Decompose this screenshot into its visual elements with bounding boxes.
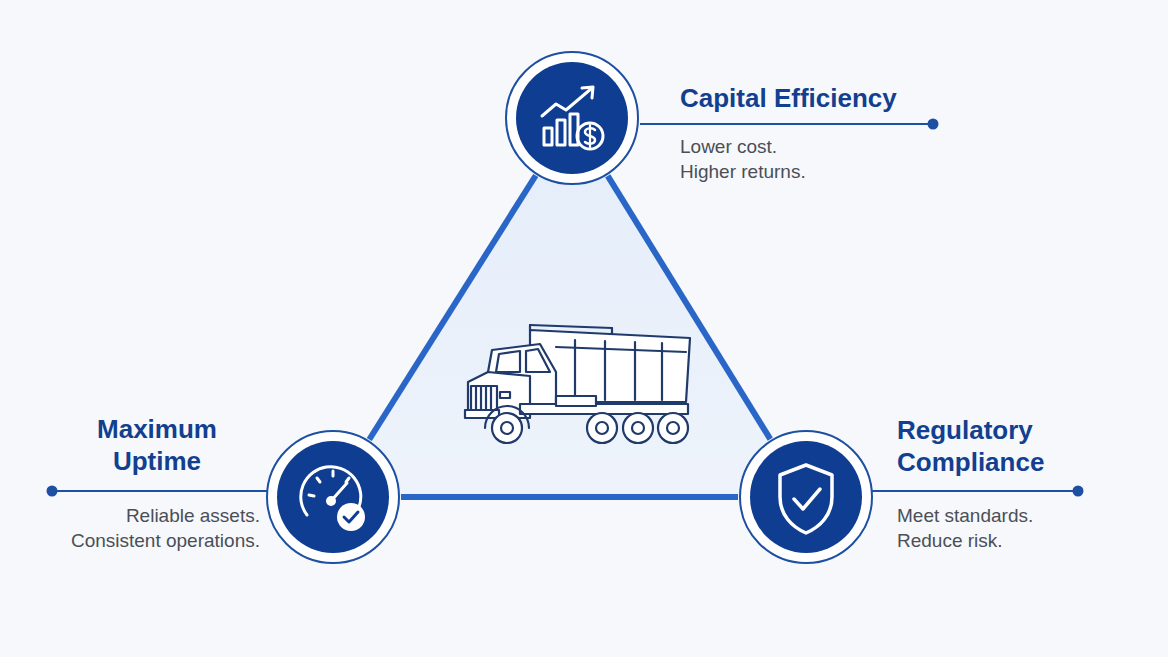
triangle-side: [608, 176, 771, 439]
node-description: Reliable assets. Consistent operations.: [50, 503, 260, 553]
dump-truck: [465, 325, 690, 443]
circle-icon-art: [504, 50, 640, 186]
connector-line: [608, 176, 771, 439]
circle-icon-art: [265, 429, 401, 565]
circle-icon-art: [738, 429, 874, 565]
node-heading: Capital Efficiency: [680, 82, 960, 114]
icon-circle: Capital EfficiencyLower cost. Higher ret…: [504, 50, 640, 186]
node-heading: Maximum Uptime: [82, 413, 232, 477]
connector-line: [401, 494, 738, 500]
node-description: Lower cost. Higher returns.: [680, 134, 830, 184]
icon-circle: Maximum UptimeReliable assets. Consisten…: [265, 429, 401, 565]
triangle-side: [401, 497, 738, 498]
connector-line: [369, 176, 535, 440]
triangle-side: [369, 176, 535, 440]
node-heading: Regulatory Compliance: [897, 414, 1072, 478]
node-description: Meet standards. Reduce risk.: [897, 503, 1047, 553]
icon-circle: Regulatory ComplianceMeet standards. Red…: [738, 429, 874, 565]
